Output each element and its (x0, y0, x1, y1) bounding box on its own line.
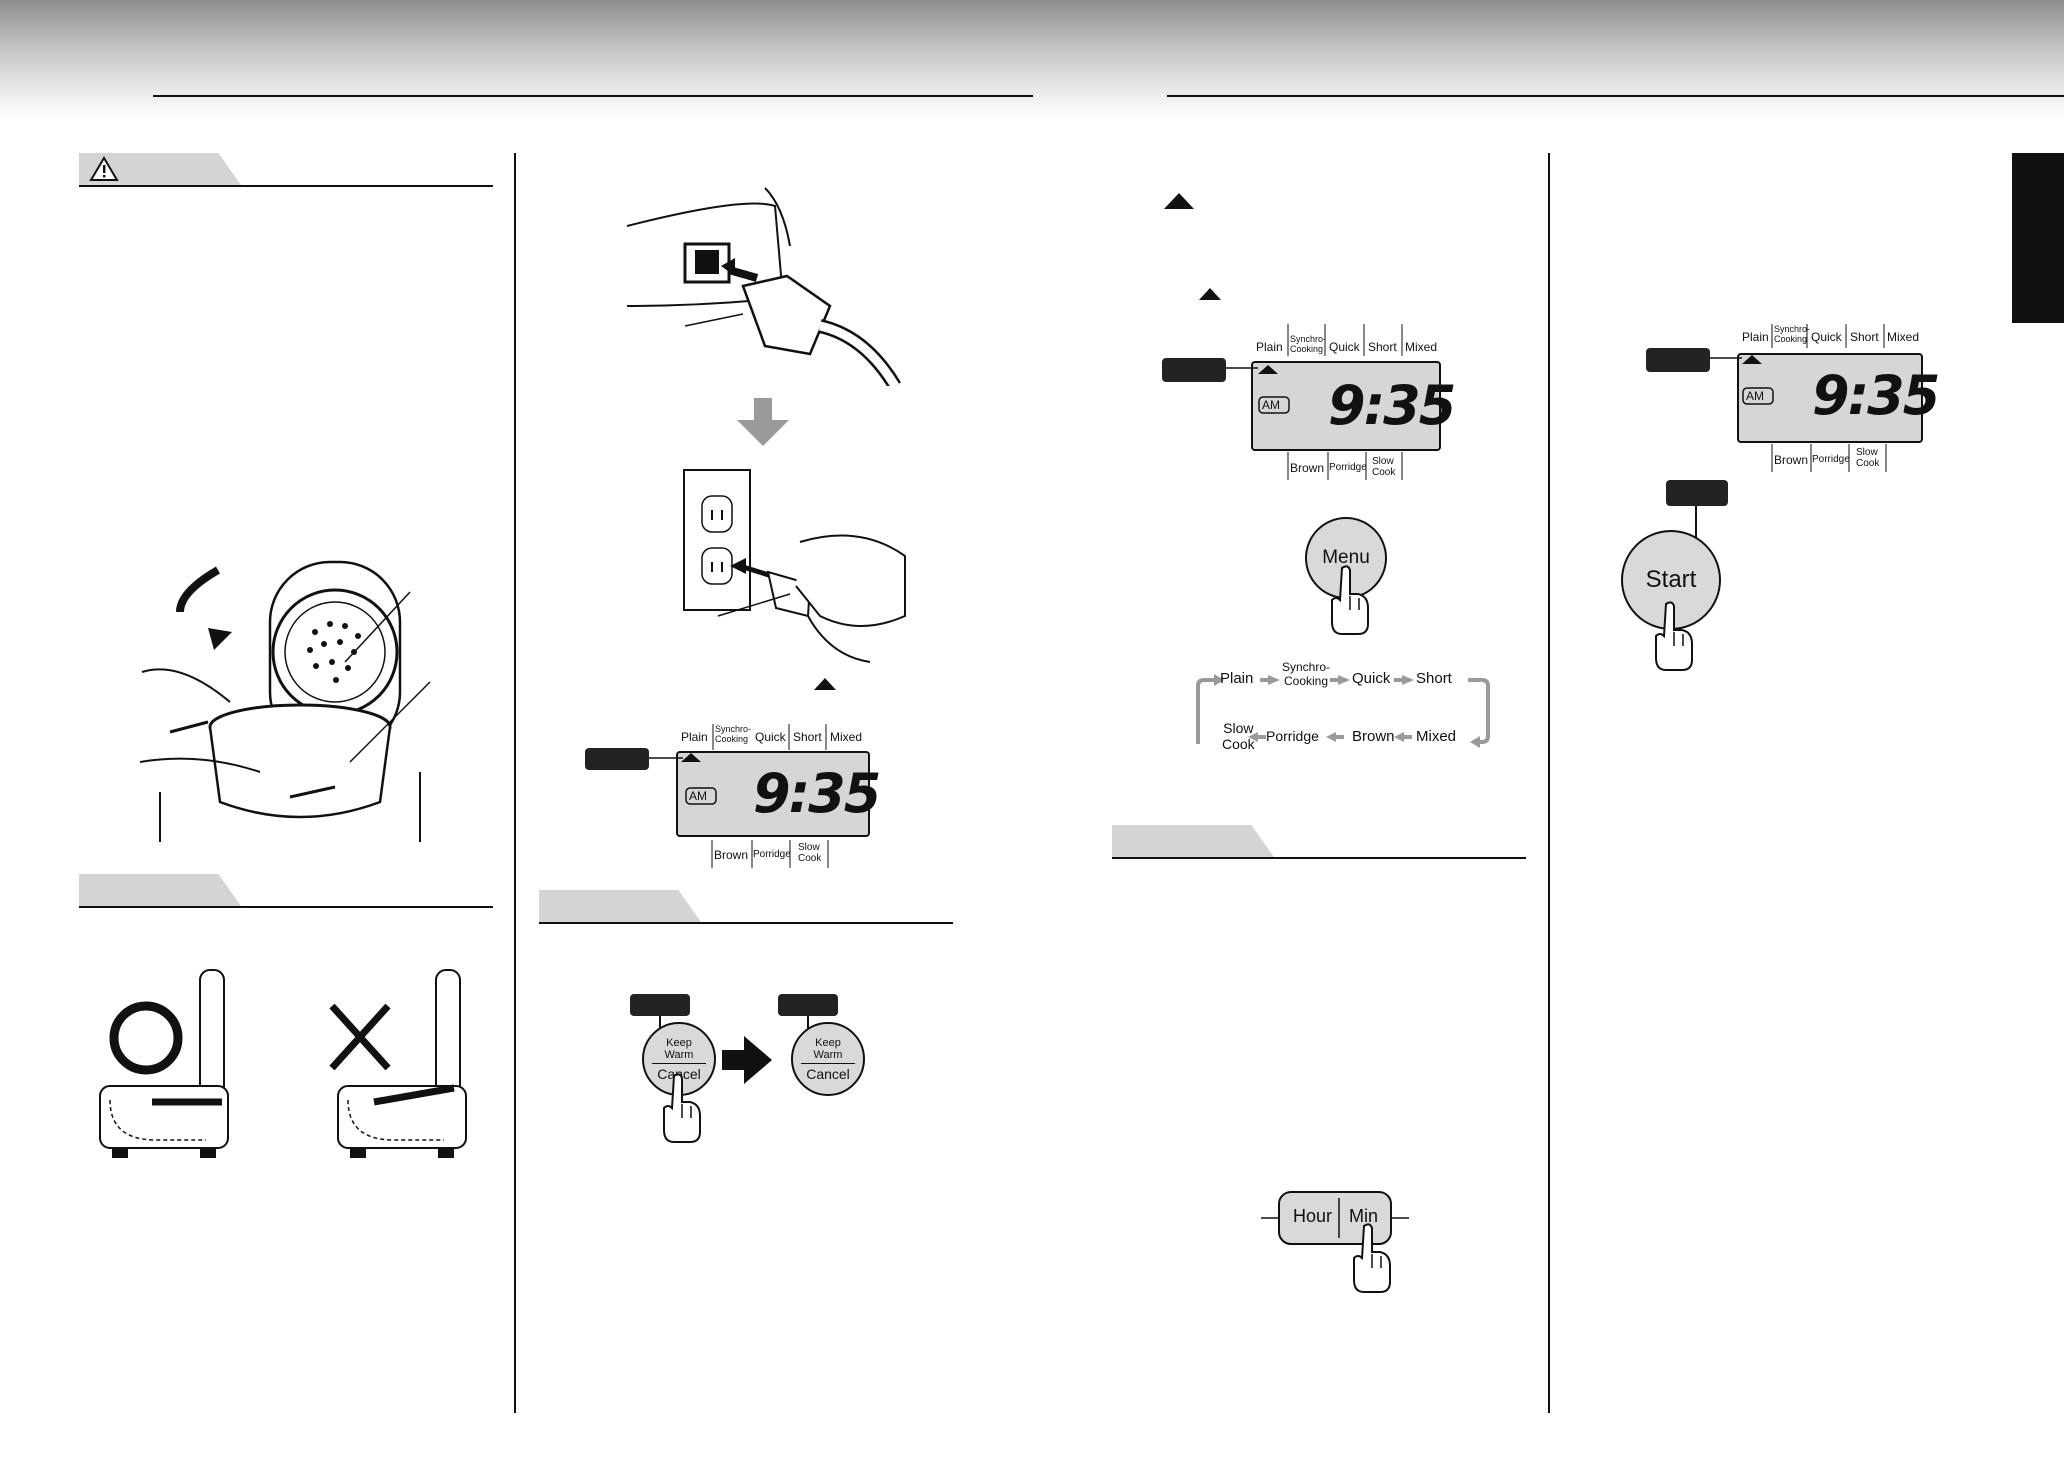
am-indicator: AM (1262, 398, 1280, 412)
menu-label-quick: Quick (755, 730, 786, 744)
menu-label-porridge: Porridge (1329, 462, 1367, 473)
triangle-cursor-icon (814, 678, 836, 690)
cooker-open-lid-ok (99, 1085, 229, 1158)
am-indicator: AM (689, 789, 707, 803)
menu-button[interactable]: Menu (1305, 517, 1387, 599)
column-divider-1 (514, 153, 516, 1413)
inner-lid-illustration (140, 560, 431, 842)
menu-label-mixed: Mixed (830, 730, 863, 744)
wall-outlet-illustration (683, 469, 906, 663)
lcd-display-col4: Plain Synchro-Cooking Quick Short Mixed … (1646, 322, 1940, 476)
menu-label-brown: Brown (1290, 461, 1325, 475)
header-band (0, 0, 2064, 118)
menu-label-quick: Quick (1329, 340, 1360, 354)
menu-label-mixed: Mixed (1405, 340, 1438, 354)
pointing-finger-icon (1655, 601, 1693, 671)
menu-label-synchro: Synchro-Cooking (715, 724, 752, 744)
lcd-display-graphic (585, 724, 870, 868)
menu-label-plain: Plain (1256, 340, 1283, 354)
start-button-label: Start (1645, 566, 1697, 593)
button-divider (652, 1063, 706, 1064)
menu-label-mixed: Mixed (1887, 330, 1920, 344)
menu-label-porridge: Porridge (1812, 454, 1850, 465)
triangle-cursor-icon (681, 753, 701, 762)
section-bar-left-2 (79, 874, 493, 908)
menu-label-plain: Plain (1742, 330, 1769, 344)
menu-button-label: Menu (1322, 547, 1370, 568)
triangle-cursor-icon (1164, 193, 1194, 209)
menu-label-brown: Brown (714, 848, 749, 862)
section-bar-col3 (1112, 825, 1526, 859)
header-rule-left (153, 95, 1033, 97)
cycle-quick: Quick (1352, 670, 1391, 687)
triangle-cursor-icon (1742, 355, 1762, 364)
circle-ok-icon (109, 969, 225, 1106)
lcd-display-graphic (1162, 324, 1441, 480)
menu-label-brown: Brown (1774, 453, 1809, 467)
cycle-short: Short (1416, 670, 1452, 687)
lcd-display-col2: Plain Synchro-Cooking Quick Short Mixed … (585, 722, 881, 872)
pointing-finger-icon (1331, 565, 1369, 635)
lcd-display-graphic (1646, 324, 1923, 472)
min-button[interactable]: Min (1349, 1206, 1379, 1226)
power-cord-illustration (626, 187, 902, 386)
cancel-label: Cancel (806, 1066, 850, 1082)
caution-section-bar (79, 153, 493, 187)
cycle-synchro-cooking: Synchro-Cooking (1282, 660, 1331, 688)
menu-label-synchro: Synchro-Cooking (1774, 324, 1811, 344)
arrow-right-icon (722, 1036, 772, 1084)
menu-label-short: Short (1850, 330, 1879, 344)
header-rule-right (1167, 95, 2064, 97)
pointing-finger-icon (663, 1073, 701, 1143)
arrow-down-icon (737, 398, 789, 446)
triangle-cursor-icon (1199, 288, 1221, 300)
time-readout: 9:35 (753, 762, 881, 825)
rotate-arrow-icon (208, 628, 232, 650)
menu-cycle-arrows (1196, 674, 1490, 748)
time-readout: 9:35 (1812, 364, 1940, 427)
menu-label-short: Short (793, 730, 822, 744)
cycle-porridge: Porridge (1266, 728, 1319, 744)
cooker-open-lid-ng (337, 1084, 467, 1158)
am-indicator: AM (1746, 389, 1764, 403)
warning-triangle-icon (89, 156, 119, 181)
hour-button[interactable]: Hour (1293, 1206, 1333, 1226)
cycle-mixed: Mixed (1416, 728, 1457, 745)
column-divider-3 (1548, 153, 1550, 1413)
lcd-display-col3: Plain Synchro-Cooking Quick Short Mixed … (1162, 322, 1456, 484)
section-bar-col2 (539, 890, 953, 924)
triangle-cursor-icon (1258, 365, 1278, 374)
menu-label-porridge: Porridge (753, 849, 791, 860)
menu-label-short: Short (1368, 340, 1397, 354)
menu-label-plain: Plain (681, 730, 708, 744)
menu-label-synchro: Synchro-Cooking (1290, 334, 1327, 354)
button-divider (801, 1063, 855, 1064)
cycle-plain: Plain (1220, 670, 1254, 687)
cross-ng-icon (329, 969, 461, 1106)
cycle-brown: Brown (1352, 728, 1395, 745)
menu-label-quick: Quick (1811, 330, 1842, 344)
pointing-finger-icon (1353, 1223, 1391, 1293)
time-readout: 9:35 (1328, 374, 1456, 437)
chapter-tab (2012, 153, 2064, 323)
